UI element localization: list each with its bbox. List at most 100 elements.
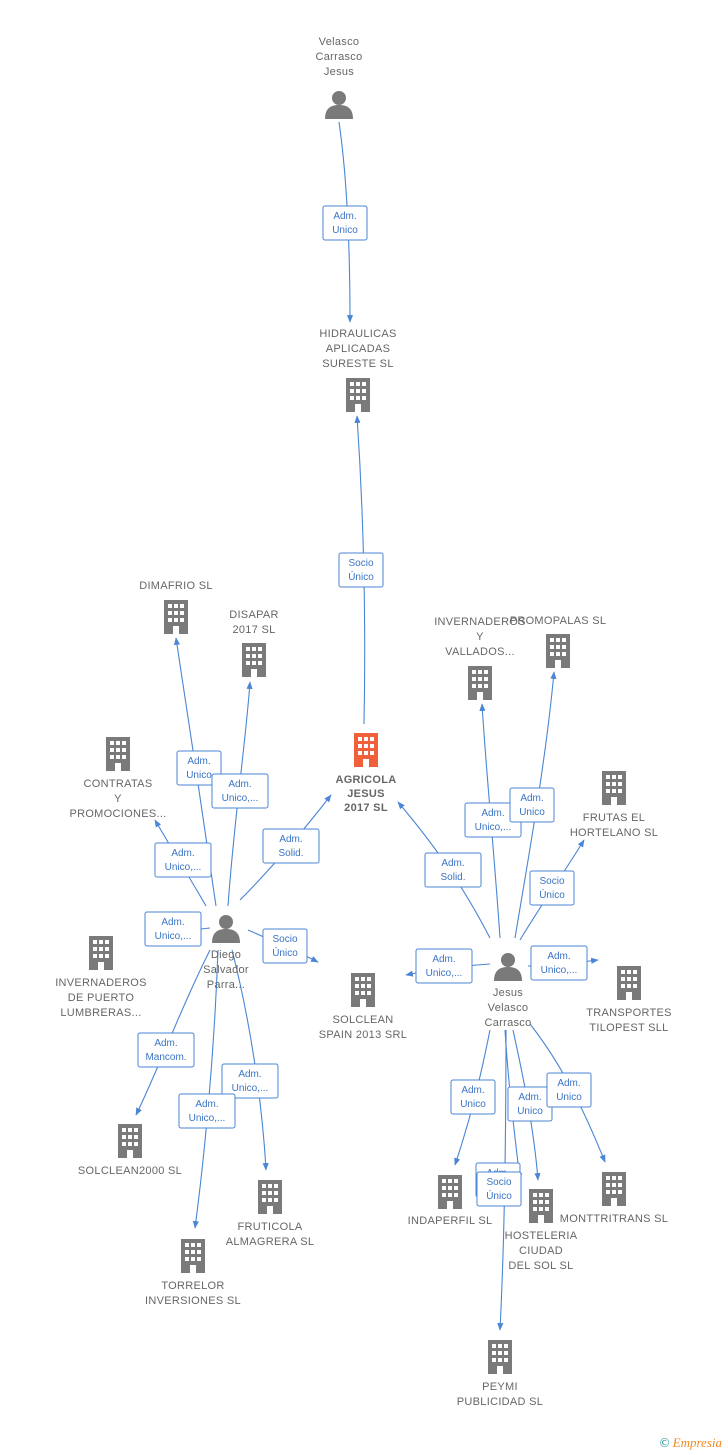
node-label-line: TRANSPORTES <box>586 1007 672 1019</box>
building-icon <box>258 1180 282 1214</box>
relation-label[interactable]: Adm.Unico <box>322 205 368 241</box>
relation-label-line: Adm. <box>187 756 210 767</box>
building-icon <box>488 1340 512 1374</box>
relation-label[interactable]: Adm.Unico,... <box>415 948 473 984</box>
building-icon <box>602 1172 626 1206</box>
edges-layer <box>135 121 606 1331</box>
node-solclean-spain[interactable]: SOLCLEAN SPAIN 2013 SRL <box>319 973 407 1041</box>
node-dimafrio[interactable]: DIMAFRIO SL <box>139 580 213 634</box>
relation-label-line: Unico <box>460 1099 486 1110</box>
relation-label-line: Unico,... <box>232 1083 269 1094</box>
relation-label-line: Único <box>348 570 374 583</box>
relation-label-line: Unico,... <box>541 965 578 976</box>
building-icon <box>89 936 113 970</box>
relation-label[interactable]: Adm.Solid. <box>424 852 482 888</box>
node-label-line: PROMOCIONES... <box>69 808 166 820</box>
relation-label-line: Unico,... <box>222 793 259 804</box>
relation-label-line: Solid. <box>440 872 465 883</box>
relation-label-line: Solid. <box>278 848 303 859</box>
relation-label-line: Socio <box>348 558 373 569</box>
node-contratas[interactable]: CONTRATASYPROMOCIONES... <box>69 737 166 820</box>
node-label-line: PROMOPALAS SL <box>510 615 607 627</box>
node-label-line: SOLCLEAN <box>332 1014 393 1026</box>
empresia-logo[interactable]: ©Empresia <box>659 1435 722 1451</box>
relation-label-line: Unico,... <box>426 968 463 979</box>
node-label-line: INVERNADEROS <box>55 977 147 989</box>
nodes-layer: VelascoCarrascoJesusHIDRAULICASAPLICADAS… <box>55 36 672 1408</box>
node-label-line: CIUDAD <box>519 1245 563 1257</box>
relation-label[interactable]: Adm.Unico,... <box>154 842 212 878</box>
node-indaperfil[interactable]: INDAPERFIL SL <box>408 1175 493 1227</box>
person-icon <box>212 915 240 943</box>
node-invernaderos-vallados[interactable]: INVERNADEROSYVALLADOS... <box>434 616 526 700</box>
node-label-line: Y <box>476 631 484 643</box>
relation-label[interactable]: Adm. Unico <box>450 1079 496 1115</box>
relation-label-line: Unico,... <box>165 862 202 873</box>
node-label-line: Velasco <box>488 1002 529 1014</box>
relation-label[interactable]: Adm.Unico <box>507 1086 553 1122</box>
edge-diego-to-fruticola <box>231 949 269 1171</box>
relation-label-line: Adm. <box>461 1085 484 1096</box>
relation-label[interactable]: Adm.Unico <box>546 1072 592 1108</box>
node-label-line: DIMAFRIO SL <box>139 580 213 592</box>
node-label-line: Carrasco <box>315 51 362 63</box>
relation-label[interactable]: Adm.Unico,... <box>178 1093 236 1129</box>
node-label-line: FRUTICOLA <box>237 1221 302 1233</box>
building-icon <box>602 771 626 805</box>
node-promopalas[interactable]: PROMOPALAS SL <box>510 615 607 668</box>
relation-label-line: Adm. <box>333 211 356 222</box>
node-label-line: Salvador <box>203 964 249 976</box>
building-icon <box>468 666 492 700</box>
relation-label-line: Adm. <box>161 917 184 928</box>
relation-label-line: Socio <box>272 934 297 945</box>
node-label-line: Velasco <box>319 36 360 48</box>
building-icon <box>164 600 188 634</box>
relation-label[interactable]: Adm. Unico,... <box>211 773 269 809</box>
node-diego[interactable]: DiegoSalvadorParra... <box>203 915 249 991</box>
building-icon <box>617 966 641 1000</box>
node-label-line: Carrasco <box>484 1017 531 1029</box>
relation-label-line: Adm. <box>228 779 251 790</box>
relation-label-line: Adm. <box>154 1038 177 1049</box>
node-label-line: Diego <box>211 949 241 961</box>
relation-label-line: Adm. <box>520 793 543 804</box>
relation-label[interactable]: Adm.Solid. <box>262 828 320 864</box>
building-icon <box>529 1189 553 1223</box>
node-label-line: Jesus <box>324 66 354 78</box>
node-label-line: MONTTRITRANS SL <box>560 1213 668 1225</box>
relation-label[interactable]: Adm.Unico <box>176 750 222 786</box>
relation-label-line: Socio <box>539 876 564 887</box>
relation-label[interactable]: Adm. Mancom. <box>137 1032 195 1068</box>
relation-label-line: Único <box>539 888 565 901</box>
node-label-line: SPAIN 2013 SRL <box>319 1029 407 1041</box>
relation-label[interactable]: Adm.Unico,... <box>221 1063 279 1099</box>
relation-label[interactable]: Adm.Unico <box>509 787 555 823</box>
relation-label-line: Único <box>486 1189 512 1202</box>
node-label-line: DISAPAR <box>229 609 279 621</box>
relation-label[interactable]: Adm.Unico,... <box>530 945 588 981</box>
node-solclean2000[interactable]: SOLCLEAN2000 SL <box>78 1124 182 1177</box>
relation-label-line: Unico <box>556 1092 582 1103</box>
node-monttritrans[interactable]: MONTTRITRANS SL <box>560 1172 668 1225</box>
relation-label-line: Unico <box>517 1106 543 1117</box>
node-label-line: 2017 SL <box>344 802 388 814</box>
node-label-line: Jesus <box>493 987 523 999</box>
relation-label-line: Mancom. <box>145 1052 186 1063</box>
relation-label[interactable]: Adm.Unico,... <box>144 911 202 947</box>
